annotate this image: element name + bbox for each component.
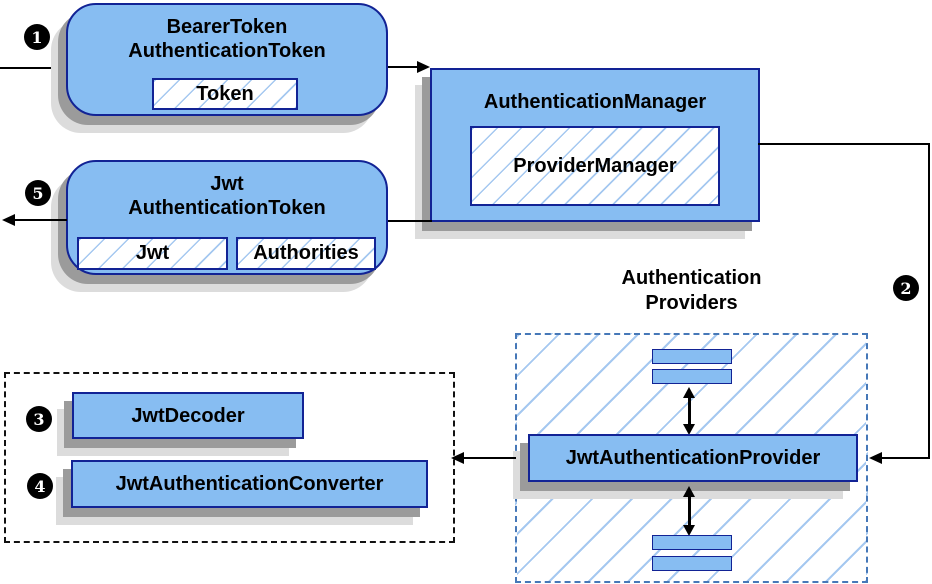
arrowhead-up-icon <box>683 486 695 497</box>
node-jwt-authentication-provider: JwtAuthenticationProvider <box>528 434 858 482</box>
provider-manager-field: ProviderManager <box>470 126 720 206</box>
provider-stub-bar <box>652 535 732 550</box>
provider-stub-bar <box>652 556 732 571</box>
provider-link-line-top <box>688 395 691 426</box>
token-field-label: Token <box>196 82 254 105</box>
jwt-token-title-line1: Jwt <box>210 173 244 195</box>
manager-to-provider-line-top <box>758 143 930 145</box>
provider-stub-bar <box>652 349 732 364</box>
token-field: Token <box>152 78 298 110</box>
provider-stub-bar <box>652 369 732 384</box>
authorities-field: Authorities <box>236 237 376 270</box>
arrowhead-down-icon <box>683 525 695 536</box>
jwt-token-title-line2: AuthenticationToken <box>128 197 326 219</box>
bearer-token-title-line1: BearerToken <box>166 16 288 38</box>
arrowhead-left-icon <box>869 452 882 464</box>
step-5-badge: 5 <box>25 180 51 206</box>
step-2-badge: 2 <box>893 275 919 301</box>
step-1-badge: 1 <box>24 24 50 50</box>
response-out-line <box>12 219 67 221</box>
manager-to-jwt-token-line <box>388 220 432 222</box>
step-4-badge: 4 <box>27 473 53 499</box>
request-in-line <box>0 67 67 69</box>
authentication-providers-label-line2: Providers <box>645 292 738 314</box>
authentication-providers-label-line1: Authentication <box>621 267 762 289</box>
arrowhead-left-icon <box>2 214 15 226</box>
arrowhead-down-icon <box>683 424 695 435</box>
arrowhead-up-icon <box>683 387 695 398</box>
manager-to-provider-line-right <box>928 143 930 459</box>
jwt-field: Jwt <box>77 237 228 270</box>
authentication-manager-title: AuthenticationManager <box>483 91 707 113</box>
authorities-field-label: Authorities <box>253 242 359 264</box>
jwt-field-label: Jwt <box>135 242 170 264</box>
bearer-to-manager-line <box>388 66 419 68</box>
node-jwt-decoder: JwtDecoder <box>72 392 304 439</box>
bearer-token-title-line2: AuthenticationToken <box>128 40 326 62</box>
provider-manager-label: ProviderManager <box>513 154 677 177</box>
manager-to-provider-line-bottom <box>881 457 930 459</box>
jwt-authentication-converter-label: JwtAuthenticationConverter <box>115 473 384 495</box>
provider-link-line-bottom <box>688 494 691 527</box>
jwt-decoder-label: JwtDecoder <box>131 404 245 427</box>
node-jwt-authentication-converter: JwtAuthenticationConverter <box>71 460 428 508</box>
jwt-authentication-provider-label: JwtAuthenticationProvider <box>565 447 821 469</box>
provider-to-converter-line <box>463 457 516 459</box>
decoder-converter-group-box <box>4 372 455 543</box>
arrowhead-right-icon <box>417 61 430 73</box>
authentication-providers-label: Authentication Providers <box>515 266 868 316</box>
step-3-badge: 3 <box>26 406 52 432</box>
